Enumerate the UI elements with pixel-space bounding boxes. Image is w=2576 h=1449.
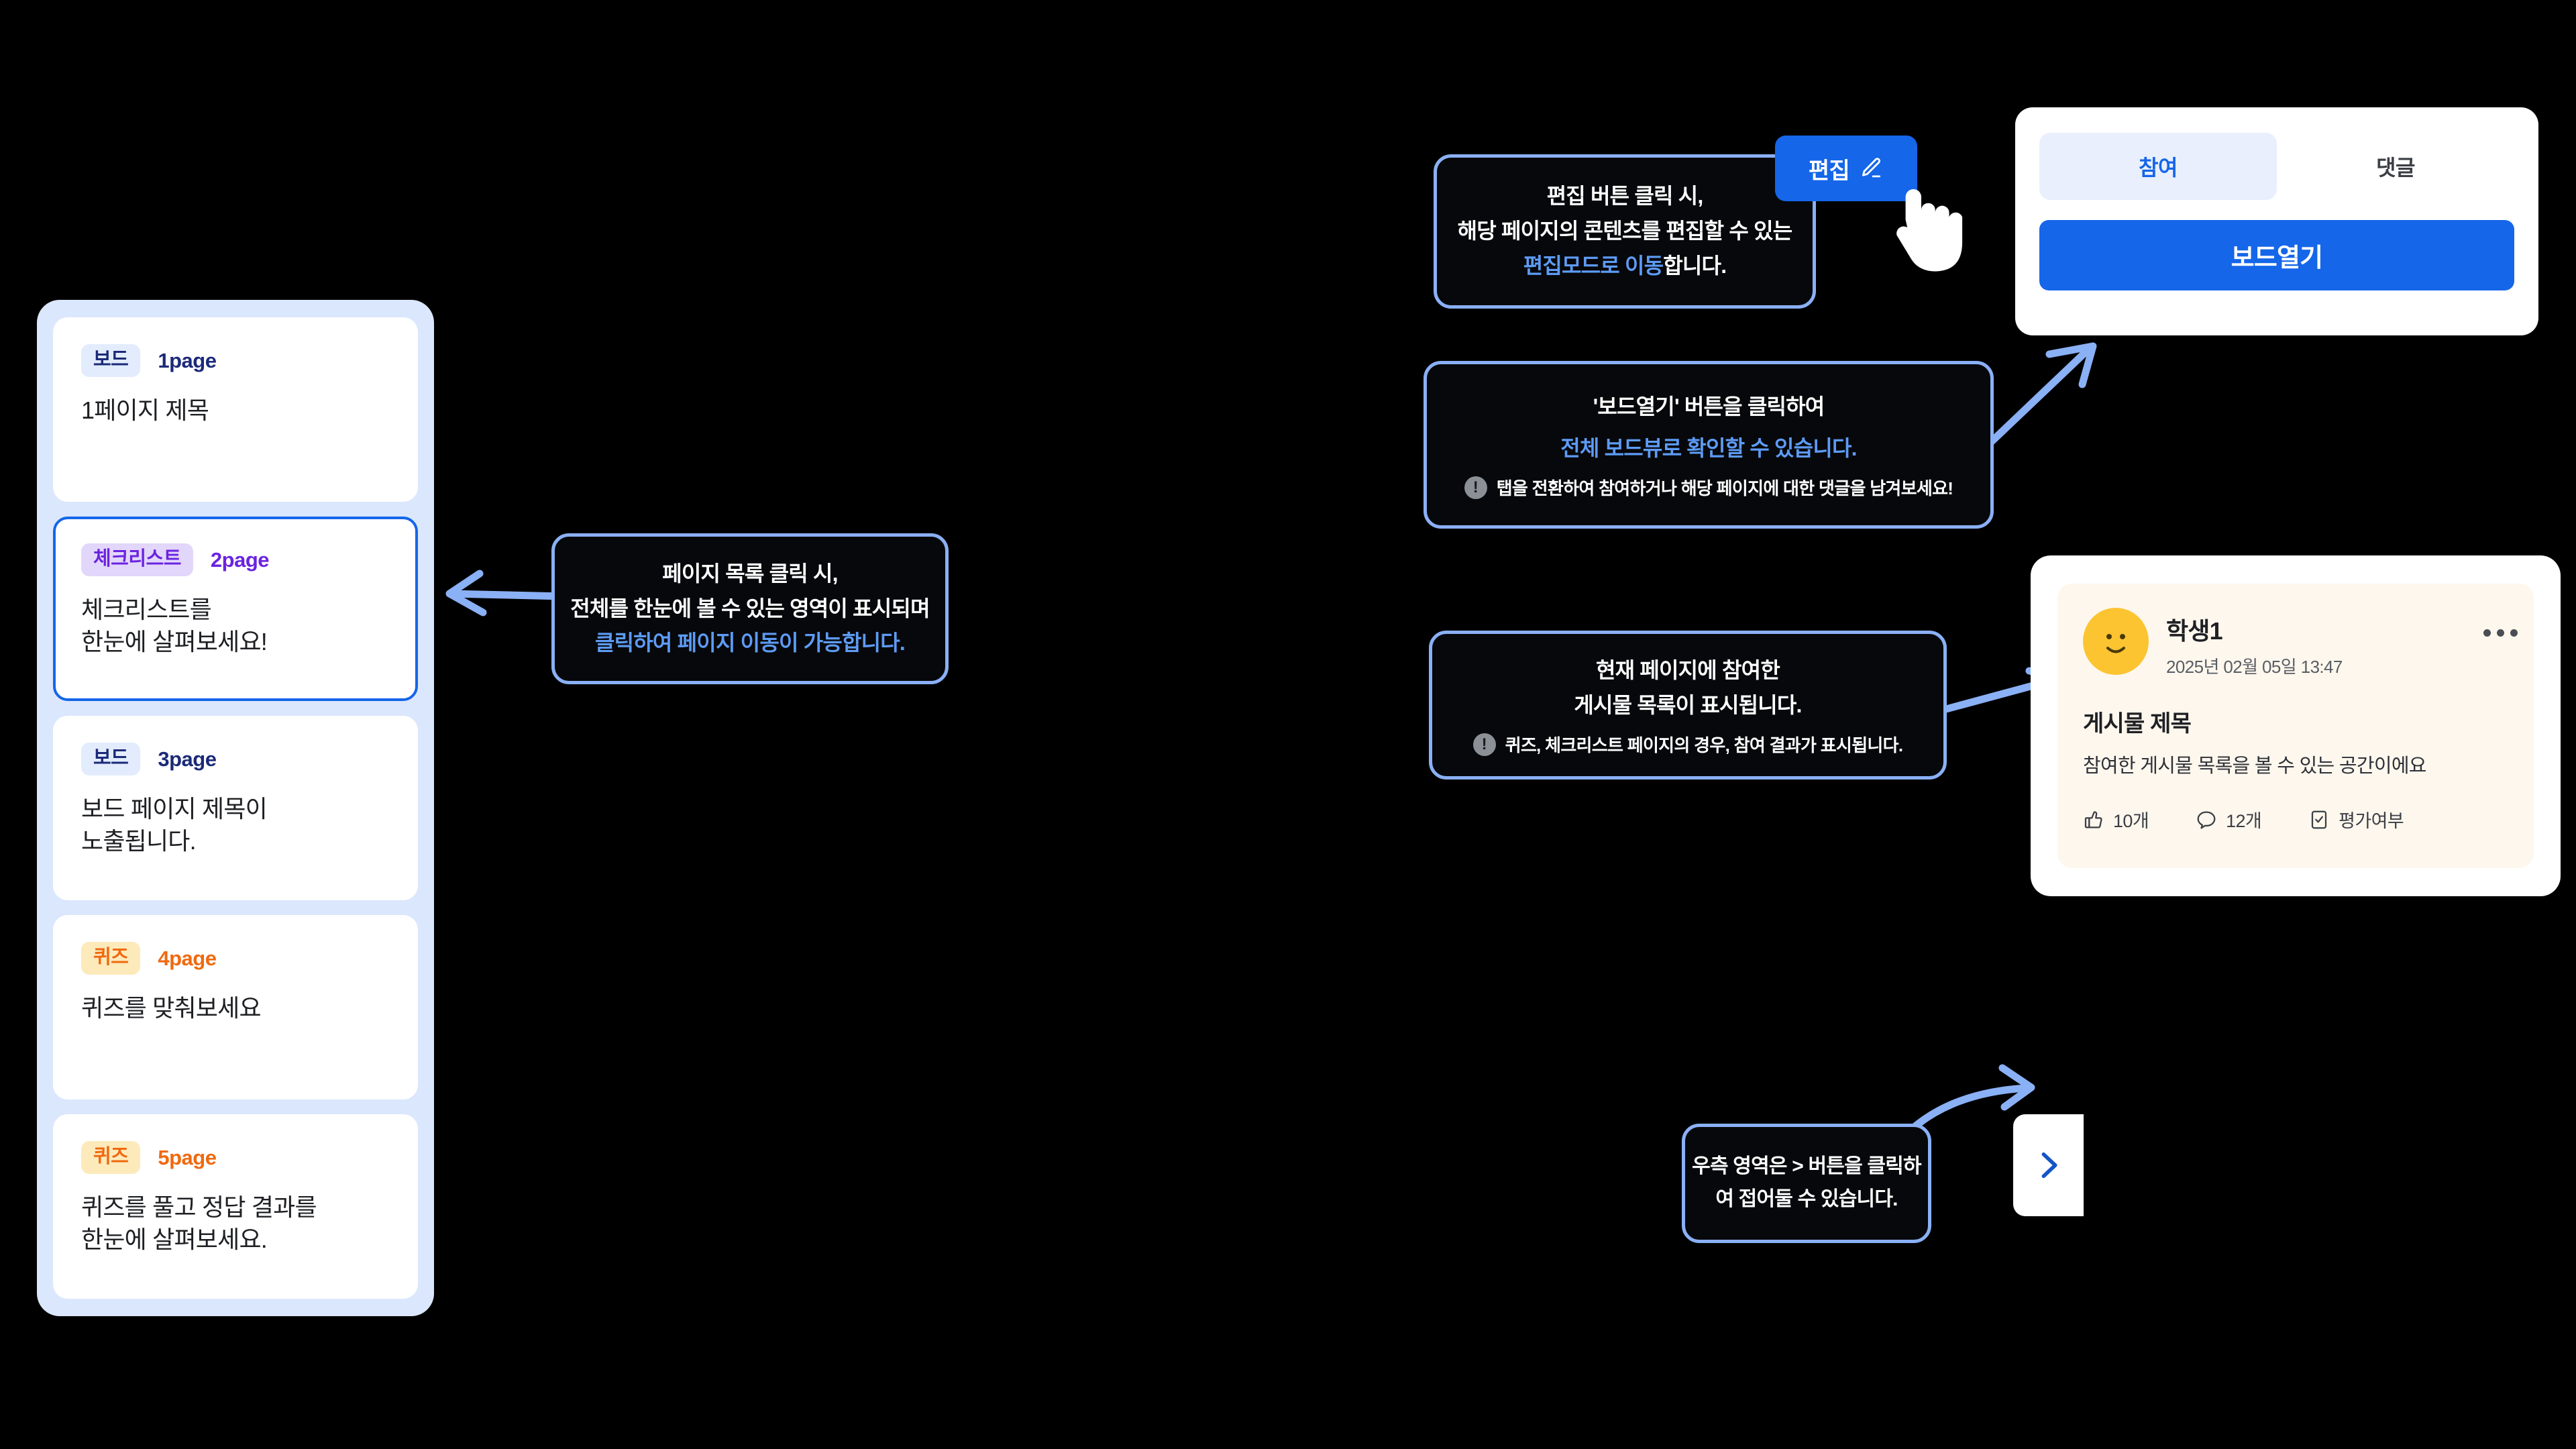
comment-icon [2197, 811, 2216, 829]
right-tabs-panel: 참여 댓글 보드열기 [2015, 107, 2538, 335]
post-author: 학생1 [2166, 617, 2223, 645]
hand-pointer-cursor [1896, 189, 1963, 272]
tab-row: 참여 댓글 [2039, 133, 2514, 200]
board-open-button[interactable]: 보드열기 [2039, 220, 2514, 290]
callout-line-1: '보드열기' 버튼을 클릭하여 [1593, 394, 1825, 419]
stat-evaluation[interactable]: 평가여부 [2308, 806, 2404, 833]
stat-likes[interactable]: 10개 [2083, 806, 2149, 833]
edit-button[interactable]: 편집 [1775, 136, 1917, 201]
thumbs-up-icon [2084, 810, 2102, 828]
page-title: 보드 페이지 제목이 노출됩니다. [81, 795, 268, 855]
pencil-icon [1862, 158, 1881, 178]
page-type-badge: 퀴즈 [81, 1141, 141, 1174]
page-type-badge: 보드 [81, 344, 141, 377]
callout-line-2: 전체 보드뷰로 확인할 수 있습니다. [1560, 435, 1857, 460]
tab-participate[interactable]: 참여 [2039, 133, 2277, 200]
page-title: 체크리스트를 한눈에 살펴보세요! [81, 596, 268, 655]
callout-line-2: 전체를 한눈에 볼 수 있는 영역이 표시되며 [570, 596, 930, 621]
post-body: 참여한 게시물 목록을 볼 수 있는 공간이에요 [2083, 755, 2426, 777]
callout-line-1: 페이지 목록 클릭 시, [662, 561, 838, 586]
callout-line-2: 해당 페이지의 콘텐츠를 편집할 수 있는 [1457, 219, 1793, 244]
post-card[interactable]: 학생1 2025년 02월 05일 13:47 게시물 제목 참여한 게시물 목… [2057, 584, 2534, 868]
page-type-badge: 체크리스트 [81, 543, 193, 576]
callout-line-1: 현재 페이지에 참여한 [1596, 657, 1780, 682]
page-list-item[interactable]: 체크리스트 2page 체크리스트를 한눈에 살펴보세요! [53, 517, 418, 701]
collapse-button[interactable] [2013, 1114, 2084, 1216]
arrow-to-tabs-panel [1974, 342, 2097, 459]
page-list-item[interactable]: 퀴즈 4page 퀴즈를 맞춰보세요 [53, 915, 418, 1099]
callout-line-1: 편집 버튼 클릭 시, [1546, 184, 1704, 209]
page-number-label: 1page [158, 348, 217, 372]
stat-evaluation-label: 평가여부 [2339, 811, 2404, 831]
page-list-item[interactable]: 보드 3page 보드 페이지 제목이 노출됩니다. [53, 716, 418, 900]
smiley-avatar [2083, 608, 2149, 675]
callout-line-1: 우측 영역은 > 버튼을 클릭하 [1692, 1155, 1921, 1178]
callout-line-3-rest: 합니다. [1663, 253, 1727, 278]
page-number-label: 2page [210, 547, 270, 572]
page-title: 1페이지 제목 [81, 396, 209, 424]
page-list-item-header: 퀴즈 5page [81, 1141, 390, 1174]
chevron-right-icon [2041, 1152, 2057, 1179]
callout-note-text: 탭을 전환하여 참여하거나 해당 페이지에 대한 댓글을 남겨보세요! [1496, 478, 1953, 499]
callout-line-3-accent: 편집모드로 이동 [1523, 253, 1664, 278]
post-header: 학생1 2025년 02월 05일 13:47 [2083, 608, 2508, 678]
page-number-label: 4page [158, 946, 217, 970]
callout-edit-button: 편집 버튼 클릭 시, 해당 페이지의 콘텐츠를 편집할 수 있는 편집모드로 … [1434, 154, 1816, 309]
post-date: 2025년 02월 05일 13:47 [2166, 657, 2343, 677]
smiley-face-icon [2106, 634, 2125, 653]
page-title: 퀴즈를 풀고 정답 결과를 한눈에 살펴보세요. [81, 1193, 317, 1253]
page-list-item-header: 퀴즈 4page [81, 942, 390, 975]
page-list-item-header: 체크리스트 2page [81, 543, 390, 576]
page-list-item-header: 보드 3page [81, 743, 390, 775]
callout-collapse: 우측 영역은 > 버튼을 클릭하 여 접어둘 수 있습니다. [1682, 1124, 1931, 1243]
callout-board-open: '보드열기' 버튼을 클릭하여 전체 보드뷰로 확인할 수 있습니다. ! 탭을… [1424, 361, 1994, 529]
page-number-label: 3page [158, 747, 217, 771]
callout-page-list: 페이지 목록 클릭 시, 전체를 한눈에 볼 수 있는 영역이 표시되며 클릭하… [551, 533, 949, 684]
stat-likes-label: 10개 [2113, 811, 2149, 831]
page-list-item[interactable]: 퀴즈 5page 퀴즈를 풀고 정답 결과를 한눈에 살펴보세요. [53, 1114, 418, 1299]
edit-button-label: 편집 [1808, 158, 1850, 184]
page-number-label: 5page [158, 1145, 217, 1169]
tab-comments[interactable]: 댓글 [2376, 156, 2415, 180]
callout-note: ! 퀴즈, 체크리스트 페이지의 경우, 참여 결과가 표시됩니다. [1472, 732, 1903, 757]
page-type-badge: 보드 [81, 743, 141, 775]
callout-post-list: 현재 페이지에 참여한 게시물 목록이 표시됩니다. ! 퀴즈, 체크리스트 페… [1429, 631, 1947, 780]
callout-note: ! 탭을 전환하여 참여하거나 해당 페이지에 대한 댓글을 남겨보세요! [1464, 475, 1953, 500]
page-type-badge: 퀴즈 [81, 942, 141, 975]
exclamation-icon: ! [1464, 476, 1487, 499]
callout-line-3: 클릭하여 페이지 이동이 가능합니다. [595, 631, 906, 655]
post-title: 게시물 제목 [2083, 711, 2192, 737]
more-horizontal-icon[interactable] [2483, 629, 2518, 637]
page-list-item[interactable]: 보드 1page 1페이지 제목 [53, 317, 418, 502]
exclamation-icon: ! [1472, 733, 1496, 756]
callout-note-text: 퀴즈, 체크리스트 페이지의 경우, 참여 결과가 표시됩니다. [1505, 735, 1903, 756]
callout-line-2: 게시물 목록이 표시됩니다. [1574, 692, 1802, 717]
page-title: 퀴즈를 맞춰보세요 [81, 994, 262, 1022]
post-meta: 학생1 2025년 02월 05일 13:47 [2166, 608, 2343, 678]
callout-line-3: 편집모드로 이동합니다. [1523, 249, 1727, 284]
stat-comments[interactable]: 12개 [2196, 806, 2262, 833]
check-square-icon [2312, 810, 2327, 828]
callout-line-2: 여 접어둘 수 있습니다. [1715, 1188, 1898, 1210]
post-stats: 10개 12개 평가여부 [2083, 806, 2508, 833]
post-card-wrapper: 학생1 2025년 02월 05일 13:47 게시물 제목 참여한 게시물 목… [2031, 555, 2561, 896]
stat-comments-label: 12개 [2226, 811, 2262, 831]
page-list-item-header: 보드 1page [81, 344, 390, 377]
